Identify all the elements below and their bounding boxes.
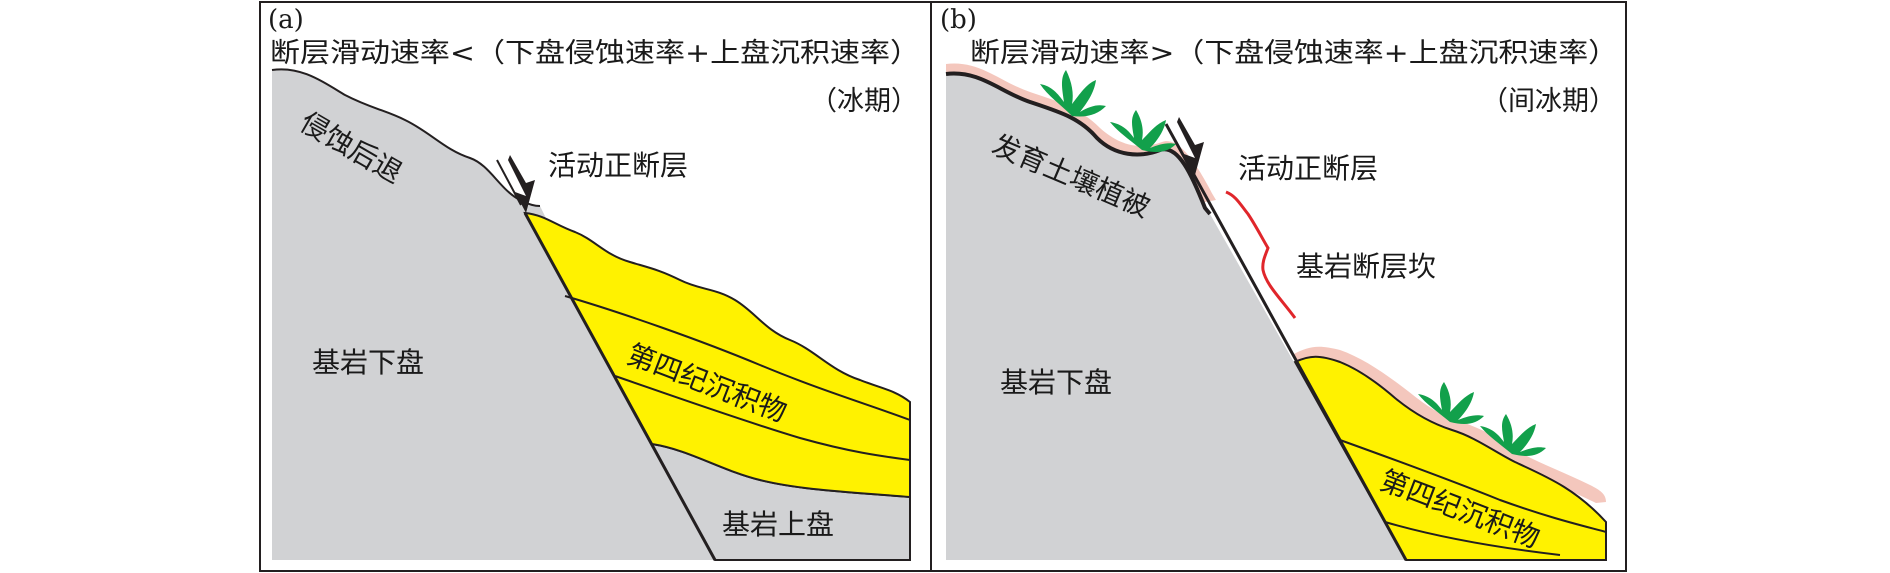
panel-a-downward-slip-arrow-icon bbox=[508, 155, 535, 213]
panel-b-curly-brace-icon bbox=[1225, 190, 1297, 319]
panel-b-plant-icon-3 bbox=[1418, 382, 1484, 424]
panel-b-fault-line bbox=[1164, 123, 1408, 561]
panel-a-sediment-layer-2 bbox=[614, 375, 911, 461]
panel-b-condition: 断层滑动速率>（下盘侵蚀速率+上盘沉积速率） bbox=[970, 38, 1618, 69]
panel-a-fault-line bbox=[523, 212, 717, 561]
panel-a-period: （冰期） bbox=[810, 86, 918, 117]
panel-b-plant-icon-4 bbox=[1480, 414, 1546, 456]
panel-a-sediment-layer-1 bbox=[564, 295, 911, 421]
panel-b-active-fault-label: 活动正断层 bbox=[1238, 152, 1378, 185]
panel-b-plant-icon-2 bbox=[1110, 110, 1176, 152]
panel-b-tag: (b) bbox=[940, 5, 977, 35]
panel-a-condition: 断层滑动速率<（下盘侵蚀速率+上盘沉积速率） bbox=[270, 38, 920, 69]
panel-b-soil-boundary bbox=[945, 71, 1212, 216]
panel-b-downward-slip-arrow-icon bbox=[1177, 117, 1204, 175]
panel-b-period: （间冰期） bbox=[1481, 86, 1616, 117]
panel-b-footwall-label: 基岩下盘 bbox=[1000, 366, 1112, 399]
panel-a-hangingwall-label: 基岩上盘 bbox=[722, 508, 834, 541]
panel-b-scarp-label: 基岩断层坎 bbox=[1296, 250, 1436, 283]
panel-a-sediment bbox=[523, 211, 911, 499]
panel-b-footwall bbox=[946, 73, 1406, 560]
panel-b: (b) 断层滑动速率>（下盘侵蚀速率+上盘沉积速率） （间冰期） 发育土壤植被 … bbox=[930, 1, 1627, 572]
panel-a-footwall-label: 基岩下盘 bbox=[312, 346, 424, 379]
panel-a-tag: (a) bbox=[268, 5, 304, 35]
panel-a-fault-trace bbox=[496, 159, 522, 206]
panel-b-sediment-layer-1 bbox=[1339, 439, 1607, 533]
panel-a-active-fault-label: 活动正断层 bbox=[548, 149, 688, 182]
panel-b-plant-icon-1 bbox=[1040, 70, 1106, 117]
panel-a-footwall bbox=[272, 69, 715, 561]
panel-b-sediment-layer-2 bbox=[1384, 521, 1561, 556]
panel-a: (a) 断层滑动速率<（下盘侵蚀速率+上盘沉积速率） （冰期） 侵蚀后退 活动正… bbox=[259, 1, 932, 572]
